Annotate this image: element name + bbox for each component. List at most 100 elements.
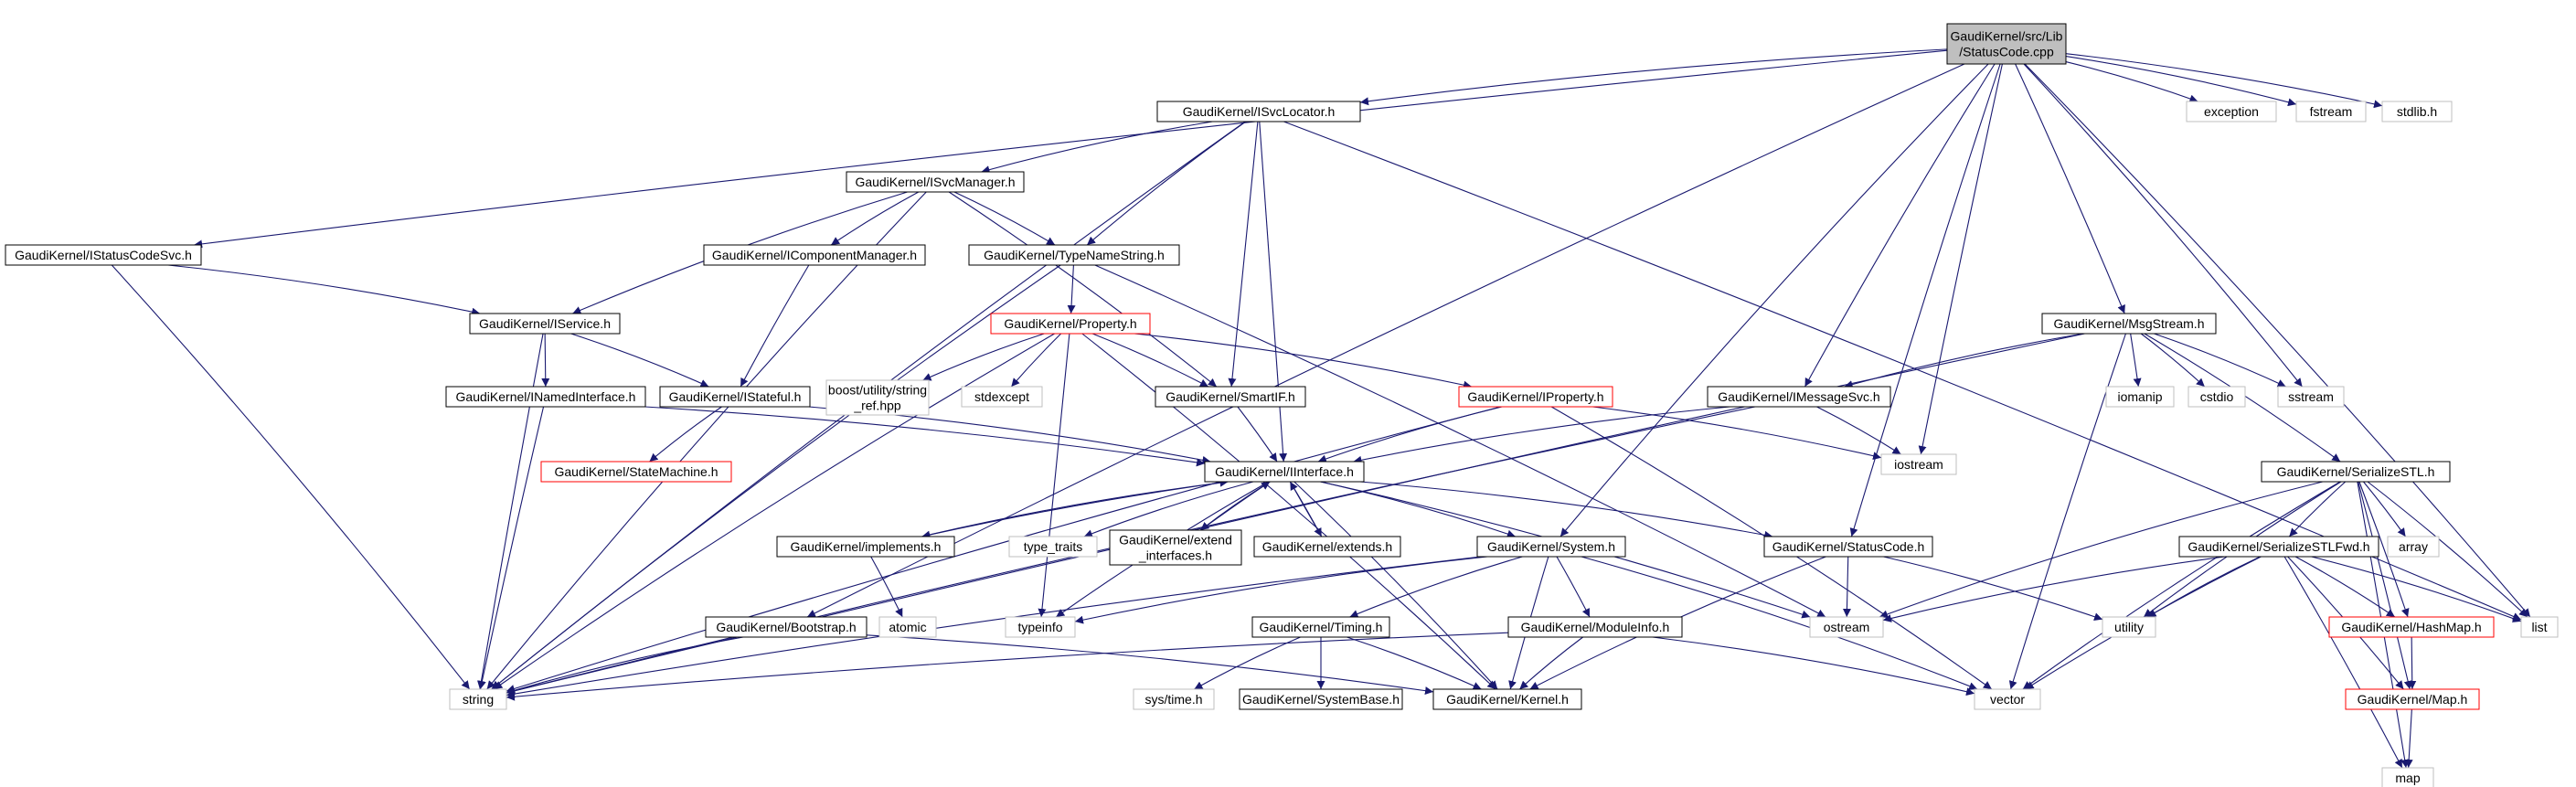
edge-timing-to-kernel	[1347, 636, 1482, 690]
edge-msgstream-to-sstream	[2154, 333, 2286, 388]
node-boostref-label-1: _ref.hpp	[853, 399, 901, 413]
node-serializestl[interactable]: GaudiKernel/SerializeSTL.h	[2261, 461, 2451, 483]
node-kernel[interactable]: GaudiKernel/Kernel.h	[1432, 688, 1582, 710]
node-serializestlfwd-label-0: GaudiKernel/SerializeSTLFwd.h	[2187, 539, 2369, 554]
node-cstdio: cstdio	[2187, 386, 2246, 408]
edge-root-to-iostream	[1918, 63, 2003, 455]
node-iostream-box	[1880, 453, 1957, 475]
edge-root-to-system	[1559, 63, 1989, 537]
node-typenamestring[interactable]: GaudiKernel/TypeNameString.h	[968, 244, 1180, 266]
node-imessagesvc[interactable]: GaudiKernel/IMessageSvc.h	[1707, 386, 1891, 408]
node-stdlib-box	[2381, 101, 2453, 122]
edge-iproperty-to-iinterface	[1317, 406, 1503, 463]
node-iproperty-box	[1458, 386, 1613, 408]
node-map: map	[2381, 767, 2434, 787]
edge-root-to-stdlib	[2065, 53, 2383, 109]
node-icomponentmanager-label-0: GaudiKernel/IComponentManager.h	[712, 248, 917, 262]
node-icomponentmanager[interactable]: GaudiKernel/IComponentManager.h	[703, 244, 926, 266]
edge-system-to-moduleinfo	[1556, 556, 1591, 618]
edge-iservice-to-string	[477, 333, 544, 690]
node-kernel-label-0: GaudiKernel/Kernel.h	[1446, 692, 1569, 707]
node-extends[interactable]: GaudiKernel/extends.h	[1253, 536, 1401, 558]
node-msgstream[interactable]: GaudiKernel/MsgStream.h	[2041, 313, 2217, 335]
node-extend_interfaces-box	[1109, 529, 1242, 566]
node-timing-label-0: GaudiKernel/Timing.h	[1260, 620, 1383, 634]
node-serializestlfwd-box	[2178, 536, 2379, 558]
edge-statuscode-to-ostream	[1842, 556, 1851, 618]
node-root-label-0: GaudiKernel/src/Lib	[1951, 29, 2063, 44]
node-extend_interfaces[interactable]: GaudiKernel/extend_interfaces.h	[1109, 529, 1242, 566]
edge-implements-to-iinterface	[921, 478, 1229, 537]
node-iinterface[interactable]: GaudiKernel/IInterface.h	[1204, 461, 1365, 483]
node-list: list	[2520, 616, 2559, 638]
node-ostream: ostream	[1809, 616, 1884, 638]
edge-inamedinterface-to-string	[477, 406, 545, 690]
node-boostref-box	[825, 379, 930, 416]
edge-serializestl-to-vector	[2022, 481, 2341, 690]
edge-serializestl-to-mapdoc	[2358, 481, 2412, 690]
edge-isvcmanager-to-icomponentmanager	[830, 191, 920, 246]
node-system-label-0: GaudiKernel/System.h	[1487, 539, 1615, 554]
node-statuscode-box	[1763, 536, 1933, 558]
edge-iinterface-to-statuscode	[1359, 481, 1773, 539]
node-inamedinterface[interactable]: GaudiKernel/INamedInterface.h	[445, 386, 646, 408]
node-vector-box	[1974, 688, 2041, 710]
node-extend_interfaces-label-0: GaudiKernel/extend	[1119, 533, 1232, 548]
node-extend_interfaces-label-1: _interfaces.h	[1138, 548, 1212, 563]
node-array: array	[2387, 536, 2440, 558]
node-property[interactable]: GaudiKernel/Property.h	[990, 313, 1151, 335]
node-moduleinfo[interactable]: GaudiKernel/ModuleInfo.h	[1507, 616, 1683, 638]
node-smartif-label-0: GaudiKernel/SmartIF.h	[1166, 389, 1295, 404]
node-utility: utility	[2102, 616, 2156, 638]
node-stdexcept: stdexcept	[961, 386, 1043, 408]
edge-serializestl-to-ostream	[1879, 481, 2324, 619]
node-kernel-box	[1432, 688, 1582, 710]
node-hashmap[interactable]: GaudiKernel/HashMap.h	[2328, 616, 2495, 638]
node-root[interactable]: GaudiKernel/src/Lib/StatusCode.cpp	[1946, 23, 2067, 65]
node-systembase-box	[1239, 688, 1403, 710]
edge-property-to-iproperty	[1134, 333, 1473, 389]
edge-property-to-boostref	[922, 333, 1045, 381]
node-serializestlfwd[interactable]: GaudiKernel/SerializeSTLFwd.h	[2178, 536, 2379, 558]
node-serializestl-box	[2261, 461, 2451, 483]
node-iservice[interactable]: GaudiKernel/IService.h	[469, 313, 621, 335]
node-iomanip: iomanip	[2105, 386, 2175, 408]
node-iomanip-label-0: iomanip	[2117, 389, 2162, 404]
node-statemachine[interactable]: GaudiKernel/StateMachine.h	[540, 461, 732, 483]
node-msgstream-box	[2041, 313, 2217, 335]
file-nodes: GaudiKernel/src/Lib/StatusCode.cppGaudiK…	[5, 23, 2559, 787]
node-utility-label-0: utility	[2114, 620, 2144, 634]
node-bootstrap[interactable]: GaudiKernel/Bootstrap.h	[705, 616, 868, 638]
node-iostream: iostream	[1880, 453, 1957, 475]
edge-property-to-string	[494, 333, 1055, 690]
node-iproperty[interactable]: GaudiKernel/IProperty.h	[1458, 386, 1613, 408]
node-implements[interactable]: GaudiKernel/implements.h	[776, 536, 955, 558]
node-string: string	[449, 688, 507, 710]
edge-root-to-list	[2024, 63, 2531, 618]
node-array-box	[2387, 536, 2440, 558]
node-boostref: boost/utility/string_ref.hpp	[825, 379, 930, 416]
node-system[interactable]: GaudiKernel/System.h	[1476, 536, 1626, 558]
node-iproperty-label-0: GaudiKernel/IProperty.h	[1467, 389, 1603, 404]
node-istateful[interactable]: GaudiKernel/IStateful.h	[659, 386, 811, 408]
node-isvcmanager[interactable]: GaudiKernel/ISvcManager.h	[846, 171, 1025, 193]
node-istatuscodesvc[interactable]: GaudiKernel/IStatusCodeSvc.h	[5, 244, 202, 266]
node-type_traits: type_traits	[1008, 536, 1098, 558]
node-mapdoc[interactable]: GaudiKernel/Map.h	[2345, 688, 2480, 710]
node-isvclocator[interactable]: GaudiKernel/ISvcLocator.h	[1156, 101, 1361, 122]
node-implements-box	[776, 536, 955, 558]
node-string-box	[449, 688, 507, 710]
node-statuscode[interactable]: GaudiKernel/StatusCode.h	[1763, 536, 1933, 558]
node-timing[interactable]: GaudiKernel/Timing.h	[1251, 616, 1390, 638]
edge-root-to-istatuscodesvc	[194, 49, 1948, 249]
node-smartif[interactable]: GaudiKernel/SmartIF.h	[1155, 386, 1306, 408]
node-istateful-label-0: GaudiKernel/IStateful.h	[669, 389, 802, 404]
node-stdexcept-box	[961, 386, 1043, 408]
node-systembase[interactable]: GaudiKernel/SystemBase.h	[1239, 688, 1403, 710]
node-moduleinfo-box	[1507, 616, 1683, 638]
edge-istatuscodesvc-to-string	[111, 264, 471, 690]
edge-serializestl-to-serializestlfwd	[2288, 481, 2347, 537]
node-vector-label-0: vector	[1990, 692, 2025, 707]
node-root-box	[1946, 23, 2067, 65]
